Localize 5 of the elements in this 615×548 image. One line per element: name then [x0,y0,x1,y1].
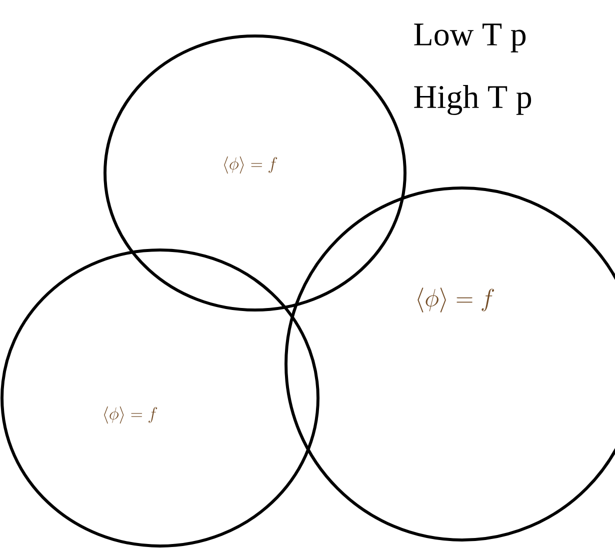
heading-text: Low T p [414,24,526,52]
formula: $\langle\phi\rangle = f$ [418,288,494,312]
formula: $\langle\phi\rangle = f$ [104,406,158,424]
heading-text: High T p [414,84,532,115]
formula: $\langle\phi\rangle = f$ [224,156,278,174]
